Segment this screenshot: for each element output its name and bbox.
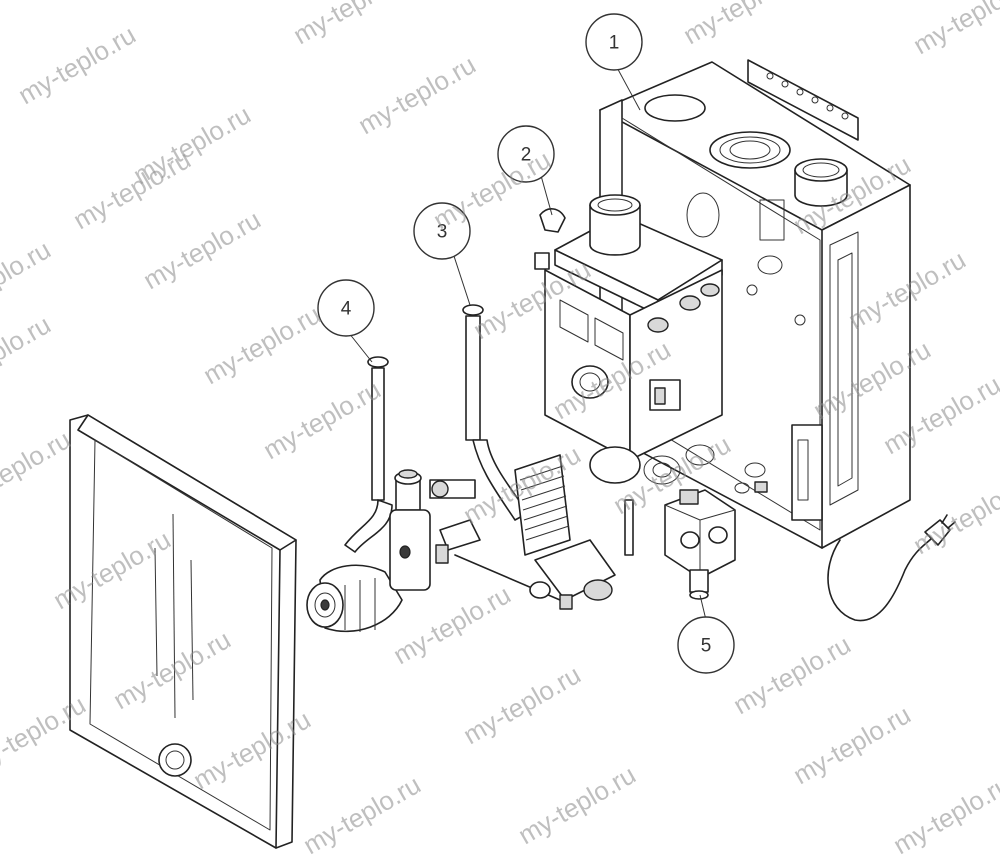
watermark: my-teplo.ru <box>353 49 481 140</box>
watermark: my-teplo.ru <box>678 0 806 50</box>
watermark: my-teplo.ru <box>13 19 141 110</box>
watermark: my-teplo.ru <box>258 374 386 465</box>
watermark: my-teplo.ru <box>138 204 266 295</box>
watermark: my-teplo.ru <box>428 144 556 235</box>
callout-4-label: 4 <box>341 299 352 320</box>
front-cover-panel <box>69 414 297 849</box>
callout-4: 4 <box>317 279 375 337</box>
hydraulic-group <box>306 304 616 633</box>
callout-5: 5 <box>677 616 735 674</box>
watermark: my-teplo.ru <box>288 0 416 50</box>
watermark: my-teplo.ru <box>728 629 856 720</box>
casing-frame <box>599 59 956 622</box>
callout-5-label: 5 <box>701 636 712 657</box>
watermark: my-teplo.ru <box>298 769 426 860</box>
callout-1-label: 1 <box>609 33 620 54</box>
combustion-chamber <box>534 194 723 556</box>
watermark: my-teplo.ru <box>388 579 516 670</box>
watermark: my-teplo.ru <box>458 659 586 750</box>
callout-1: 1 <box>585 13 643 71</box>
watermark: my-teplo.ru <box>0 424 76 515</box>
gas-valve <box>664 489 736 600</box>
watermark: my-teplo.ru <box>198 299 326 390</box>
watermark: my-teplo.ru <box>0 309 56 400</box>
callout-2: 2 <box>497 125 555 183</box>
callout-3: 3 <box>413 202 471 260</box>
watermark: my-teplo.ru <box>788 699 916 790</box>
watermark: my-teplo.ru <box>68 144 196 235</box>
watermark: my-teplo.ru <box>908 0 1000 60</box>
callout-3-label: 3 <box>437 222 448 243</box>
watermark: my-teplo.ru <box>513 759 641 850</box>
watermark: my-teplo.ru <box>0 234 56 325</box>
watermark: my-teplo.ru <box>888 769 1000 860</box>
callout-2-label: 2 <box>521 145 532 166</box>
watermark: my-teplo.ru <box>908 469 1000 560</box>
